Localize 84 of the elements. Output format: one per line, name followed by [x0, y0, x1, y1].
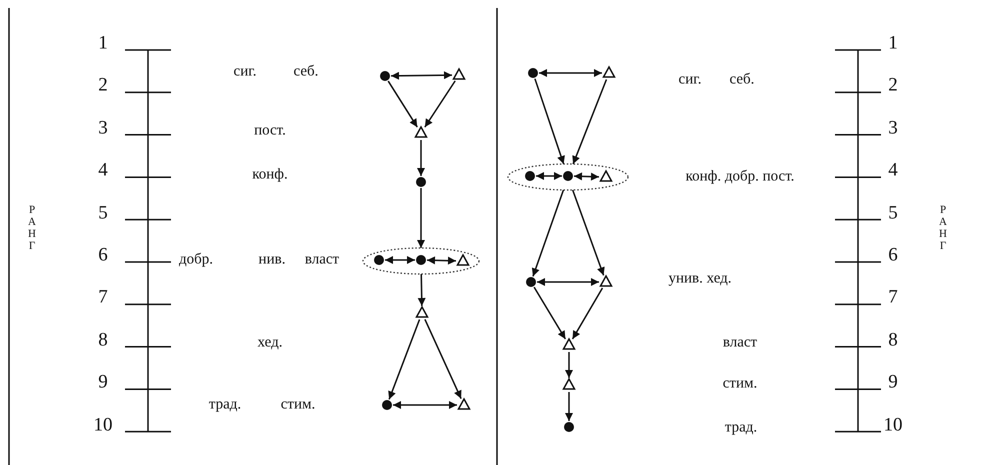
arrow	[426, 256, 456, 265]
rank-number: 4	[888, 160, 898, 180]
value-label: трад.	[208, 398, 242, 412]
value-label: власт	[304, 252, 340, 268]
rank-number: 1	[98, 34, 108, 52]
arrow	[385, 256, 415, 264]
arrow	[533, 286, 566, 340]
rank-number: 4	[98, 160, 108, 180]
arrow	[424, 319, 462, 399]
arrow	[536, 172, 562, 180]
value-label: пост.	[254, 124, 286, 138]
value-label: хед.	[258, 336, 282, 350]
axis-title: РАНГ	[27, 204, 37, 252]
dot-marker	[564, 422, 574, 432]
dot-marker	[525, 171, 535, 181]
value-label: себ.	[730, 72, 754, 88]
rank-number: 3	[98, 118, 108, 138]
arrow	[539, 69, 602, 77]
triangle-marker	[414, 125, 428, 138]
arrow	[565, 392, 573, 421]
dot-marker	[416, 255, 426, 265]
arrow	[393, 401, 457, 409]
rank-number: 1	[888, 34, 898, 52]
arrow	[388, 80, 418, 128]
rank-number: 9	[98, 372, 108, 392]
rank-number: 5	[888, 203, 898, 222]
triangle-marker	[452, 67, 466, 80]
triangle-marker	[415, 305, 429, 318]
arrow	[418, 274, 426, 306]
rank-number: 8	[98, 330, 108, 350]
rank-number: 2	[888, 76, 898, 95]
arrow	[417, 188, 425, 248]
rank-number: 10	[884, 415, 902, 434]
value-label: стим.	[280, 398, 316, 412]
triangle-marker	[562, 337, 576, 350]
dot-marker	[380, 71, 390, 81]
axis-title: РАНГ	[938, 204, 948, 252]
rank-number: 7	[98, 288, 108, 307]
rank-number: 5	[98, 203, 108, 222]
rank-number: 10	[94, 415, 112, 434]
arrow	[572, 79, 608, 164]
dotted-ellipse	[362, 247, 480, 275]
triangle-marker	[602, 65, 616, 78]
rank-number: 6	[98, 246, 108, 264]
rank-number: 3	[888, 118, 898, 138]
arrow	[572, 190, 605, 276]
triangle-marker	[599, 274, 613, 287]
value-label: конф. добр. пост.	[686, 170, 794, 184]
value-label: себ.	[294, 64, 318, 80]
dot-marker	[374, 255, 384, 265]
rank-number: 2	[98, 76, 108, 95]
dot-marker	[563, 171, 573, 181]
value-label: власт	[722, 336, 758, 350]
value-label: добр.	[179, 252, 213, 268]
triangle-marker	[562, 377, 576, 390]
rank-number: 6	[888, 246, 898, 264]
value-label: стим.	[722, 376, 758, 392]
arrow	[532, 190, 564, 277]
arrow	[390, 71, 452, 80]
arrow	[537, 278, 599, 286]
dot-marker	[416, 177, 426, 187]
value-label: трад.	[724, 420, 758, 436]
value-label: сиг.	[234, 64, 256, 80]
dot-marker	[382, 400, 392, 410]
value-label: нив.	[258, 252, 286, 268]
arrow	[574, 172, 600, 181]
value-label: конф.	[252, 168, 288, 182]
triangle-marker	[456, 253, 470, 266]
arrow	[417, 140, 425, 176]
arrow	[388, 319, 420, 400]
arrow	[424, 80, 456, 128]
arrow	[565, 352, 573, 378]
triangle-marker	[599, 169, 613, 182]
arrow	[572, 288, 604, 340]
dotted-ellipse	[507, 163, 629, 191]
triangle-marker	[457, 397, 471, 410]
dot-marker	[526, 277, 536, 287]
rank-number: 8	[888, 330, 898, 350]
dot-marker	[528, 68, 538, 78]
arrow	[534, 78, 565, 164]
value-label: сиг.	[678, 72, 702, 88]
value-label: унив. хед.	[668, 272, 732, 286]
rank-number: 9	[888, 372, 898, 392]
rank-number: 7	[888, 288, 898, 307]
